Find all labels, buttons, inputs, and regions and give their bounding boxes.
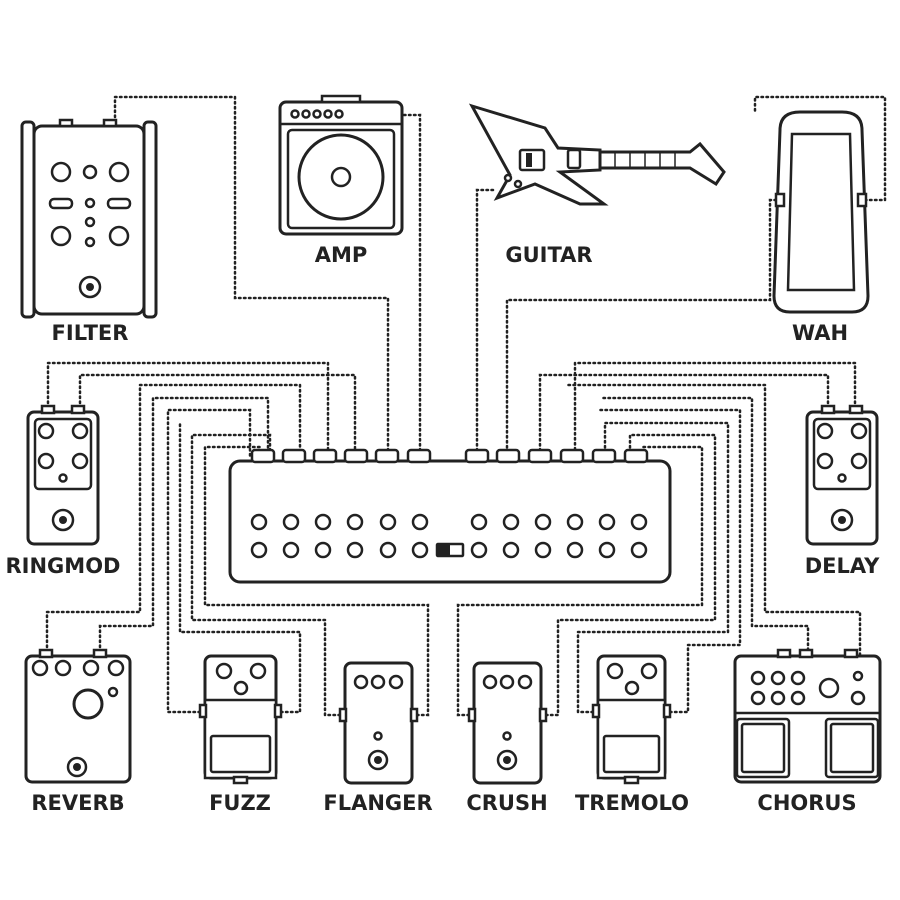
reverb-label: REVERB — [31, 791, 124, 815]
ringmod-label: RINGMOD — [6, 554, 121, 578]
tremolo-label: TREMOLO — [575, 791, 689, 815]
switcher-top-jacks — [250, 448, 649, 464]
cable-wah-in — [505, 198, 788, 460]
cable-crush-b — [539, 433, 717, 717]
cable-tremolo-b — [598, 408, 742, 714]
chorus-pedal — [733, 648, 882, 784]
cable-guitar — [475, 188, 495, 460]
switcher-unit — [228, 448, 672, 584]
cable-flanger-b — [203, 445, 430, 717]
filter-pedal — [20, 118, 158, 319]
switcher-knobs-row-1 — [250, 513, 648, 531]
delay-label: DELAY — [805, 554, 880, 578]
cable-fuzz-a — [166, 408, 252, 714]
amp-label: AMP — [315, 243, 368, 267]
cable-fuzz-b — [178, 421, 302, 714]
flanger-pedal — [338, 661, 419, 785]
cable-tremolo-a — [576, 421, 730, 714]
chorus-label: CHORUS — [757, 791, 856, 815]
cable-filter — [113, 95, 390, 460]
wah-label: WAH — [792, 321, 848, 345]
cables — [45, 95, 887, 717]
fuzz-label: FUZZ — [209, 791, 271, 815]
amp-icon — [278, 94, 404, 236]
ringmod-pedal — [26, 404, 100, 546]
cable-delay-b — [573, 361, 857, 460]
cable-amp — [402, 113, 422, 460]
cable-chorus-a — [598, 396, 810, 657]
crush-label: CRUSH — [466, 791, 547, 815]
cable-reverb-b — [98, 396, 270, 654]
tremolo-pedal — [591, 654, 672, 785]
cable-flanger-a — [190, 433, 347, 717]
cable-ringmod-b — [78, 373, 357, 460]
cable-wah-out — [753, 95, 887, 202]
reverb-pedal — [24, 648, 132, 784]
flanger-label: FLANGER — [323, 791, 432, 815]
crush-pedal — [467, 661, 548, 785]
cable-chorus-b — [563, 383, 862, 657]
cable-delay-a — [538, 373, 830, 460]
wah-pedal — [772, 110, 870, 314]
switcher-toggle — [435, 542, 465, 558]
fuzz-pedal — [198, 654, 283, 785]
cable-ringmod-a — [46, 361, 330, 460]
filter-label: FILTER — [52, 321, 129, 345]
switcher-knobs-row-2 — [250, 541, 648, 559]
guitar-icon — [468, 103, 726, 206]
delay-pedal — [805, 404, 879, 546]
cable-reverb-a — [45, 383, 302, 654]
guitar-label: GUITAR — [505, 243, 592, 267]
